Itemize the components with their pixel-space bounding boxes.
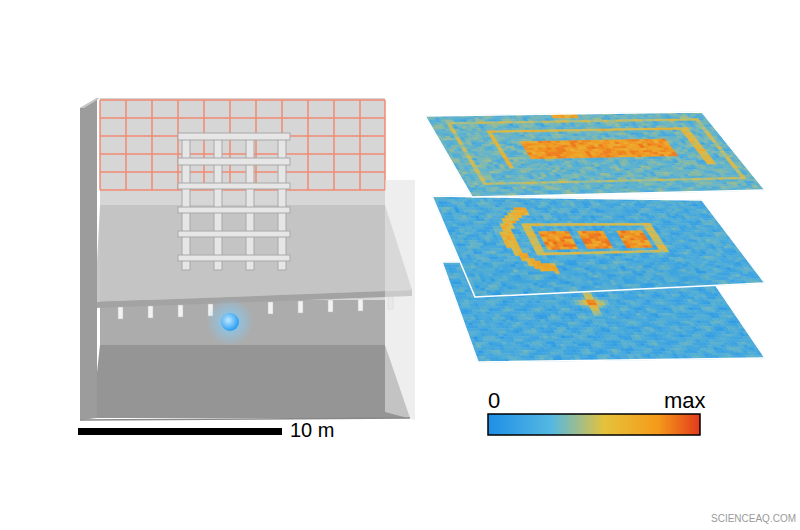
figure: 10 m0maxSCIENCEAQ.COM bbox=[0, 0, 800, 530]
